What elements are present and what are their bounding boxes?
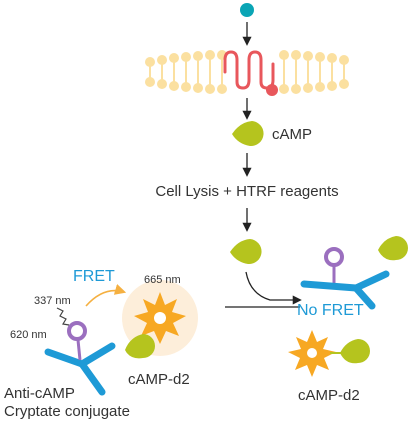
outcome-arrow — [245, 271, 302, 305]
anti-camp-antibody-right — [300, 270, 390, 310]
camp-d2-label-right: cAMP-d2 — [298, 387, 360, 404]
g-protein — [266, 84, 278, 96]
cryptate-linker — [76, 339, 82, 361]
free-camp-molecule — [230, 239, 262, 265]
camp-label: cAMP — [272, 126, 312, 143]
fret-label: FRET — [73, 268, 115, 285]
camp-molecule — [232, 121, 264, 147]
bound-camp-molecule — [378, 236, 408, 261]
cryptate-donor-right — [324, 247, 344, 267]
wavelength-337-label: 337 nm — [34, 295, 71, 307]
camp-d2-molecule-left — [125, 334, 155, 359]
camp-d2-label-left: cAMP-d2 — [128, 371, 190, 388]
lysis-step-label: Cell Lysis + HTRF reagents — [155, 183, 338, 200]
anti-camp-antibody — [44, 342, 116, 396]
excitation-squiggle — [56, 307, 70, 326]
cryptate-donor — [67, 321, 87, 341]
ligand-dot — [240, 3, 254, 17]
no-fret-label: No FRET — [297, 302, 364, 319]
antibody-label-line2: Cryptate conjugate — [4, 403, 130, 420]
membrane-tails — [149, 59, 345, 85]
wavelength-665-label: 665 nm — [144, 274, 181, 286]
d2-acceptor-center — [154, 312, 166, 324]
antibody-label-line1: Anti-cAMP — [4, 385, 75, 402]
fret-energy-arrow — [85, 284, 127, 307]
gpcr-receptor — [223, 50, 275, 90]
d2-acceptor-center-right — [307, 348, 317, 358]
wavelength-620-label: 620 nm — [10, 329, 47, 341]
camp-d2-molecule-right — [340, 339, 370, 364]
